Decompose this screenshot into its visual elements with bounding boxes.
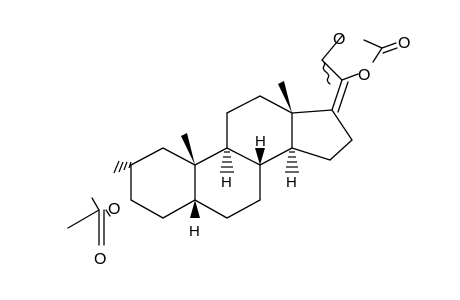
methyl-c19-wedge: [181, 133, 195, 165]
c3-o-hash: [113, 160, 132, 174]
ring-a: [130, 147, 196, 219]
ring-c: [226, 95, 293, 166]
h-c14-hash: [285, 151, 299, 173]
atom-h-c5: H: [189, 223, 200, 240]
atom-o-acetate-carbonyl: O: [94, 251, 106, 268]
acetate-group: [67, 197, 111, 246]
exocyclic-double-bond: [331, 79, 349, 113]
atom-o-acetate-ester: O: [108, 201, 120, 218]
h-c8-wedge: [255, 148, 265, 165]
ring-b: [194, 147, 261, 219]
h-c9-hash: [220, 151, 234, 173]
ring-d: [291, 109, 353, 161]
carbonyl-double-bond: [381, 42, 398, 54]
atom-o-carbonate-ring-1: O: [333, 31, 345, 48]
h-c5-wedge: [190, 200, 200, 218]
atom-o-carbonate-ring-2: O: [358, 67, 370, 84]
methyl-c18-wedge: [278, 81, 292, 113]
atom-h-c8: H: [255, 133, 266, 150]
atom-h-c14: H: [286, 174, 297, 191]
atom-h-c9: H: [221, 174, 232, 191]
carbonate-ring: [321, 35, 383, 85]
atom-o-carbonyl: O: [398, 35, 410, 52]
